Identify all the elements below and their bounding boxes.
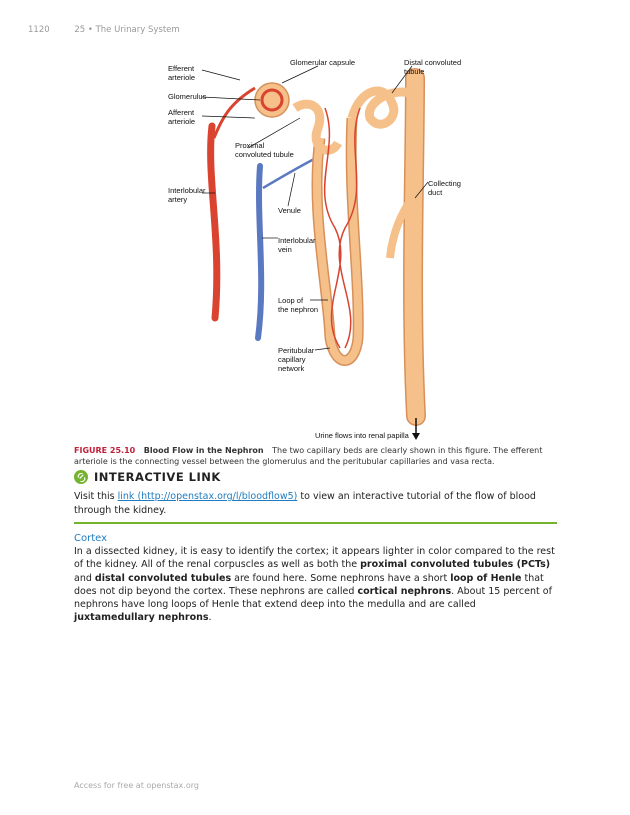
interactive-link-heading: INTERACTIVE LINK	[74, 470, 221, 484]
label-afferent-arteriole: Afferent arteriole	[168, 108, 196, 126]
label-efferent-arteriole: Efferent arteriole	[168, 64, 196, 82]
body-text: .	[208, 612, 212, 624]
label-urine-flow: Urine flows into renal papilla	[315, 431, 410, 440]
body-text: and	[74, 572, 95, 584]
urine-arrow-head	[412, 433, 420, 440]
label-interlobular-artery: Interlobular artery	[168, 186, 208, 204]
page-number: 1120	[28, 25, 50, 35]
collecting-duct-fill	[404, 69, 425, 425]
figure-title: Blood Flow in the Nephron	[143, 446, 264, 455]
term-juxtamedullary-nephrons: juxtamedullary nephrons	[74, 612, 209, 624]
figure-caption-text: The two capillary beds are clearly shown…	[74, 446, 543, 466]
label-collecting-duct: Collecting duct	[428, 179, 463, 197]
figure-caption: FIGURE 25.10 Blood Flow in the Nephron T…	[74, 445, 554, 467]
chapter-title: 25 • The Urinary System	[74, 25, 180, 35]
interactive-link-body: Visit this link (http://openstax.org/l/b…	[74, 490, 554, 518]
body-text: . About 15 percent of nephrons have long…	[74, 585, 552, 611]
label-glomerular-capsule: Glomerular capsule	[290, 58, 355, 67]
distal-tubule-shape	[347, 86, 412, 129]
interlobular-vein-shape	[255, 163, 265, 341]
proximal-tubule-shape	[292, 99, 342, 155]
interactive-link-title: INTERACTIVE LINK	[94, 470, 221, 484]
peritubular-capillaries	[323, 107, 361, 349]
leader-lines	[201, 65, 429, 351]
label-distal-tubule: Distal convoluted tubule	[404, 58, 463, 76]
nephron-figure: Efferent arteriole Glomerulus Afferent a…	[160, 48, 470, 440]
label-venule: Venule	[278, 206, 301, 215]
term-pct: proximal convoluted tubules (PCTs)	[360, 559, 551, 571]
nephron-illustration: Efferent arteriole Glomerulus Afferent a…	[168, 58, 463, 440]
section-body: In a dissected kidney, it is easy to ide…	[74, 545, 557, 625]
artery-branch	[212, 86, 256, 139]
label-glomerulus: Glomerulus	[168, 92, 207, 101]
term-cortical-nephrons: cortical nephrons	[357, 585, 452, 597]
running-header: 1120 25 • The Urinary System	[28, 25, 180, 35]
term-loop-of-henle: loop of Henle	[450, 572, 522, 584]
body-text: In a dissected kidney, it is easy to ide…	[74, 546, 555, 571]
bloodflow-link[interactable]: link (http://openstax.org/l/bloodflow5)	[117, 491, 298, 502]
interlobular-artery-shape	[207, 122, 221, 322]
body-text: are found here. Some nephrons have a sho…	[231, 572, 451, 584]
glomerulus-shape	[260, 88, 284, 112]
page-footer: Access for free at openstax.org	[74, 781, 199, 790]
section-title: Cortex	[74, 533, 108, 544]
term-dct: distal convoluted tubules	[94, 572, 232, 584]
link-text-before: Visit this	[74, 491, 118, 502]
section-divider	[74, 522, 557, 524]
link-text-after: to view an interactive tutorial of the f…	[74, 491, 536, 516]
tubule-loop-fill	[313, 117, 363, 365]
link-icon	[74, 470, 88, 484]
body-text: that does not dip beyond the cortex. The…	[74, 572, 544, 597]
venule-shape	[262, 154, 321, 190]
label-interlobular-vein: Interlobular vein	[278, 236, 318, 254]
label-peritubular-network: Peritubular capillary network	[278, 346, 316, 373]
collecting-branch	[386, 195, 416, 259]
label-loop-of-nephron: Loop of the nephron	[278, 296, 318, 314]
figure-number: FIGURE 25.10	[74, 446, 136, 455]
label-proximal-tubule: Proximal convoluted tubule	[235, 141, 294, 159]
glomerular-capsule-shape	[254, 82, 290, 118]
